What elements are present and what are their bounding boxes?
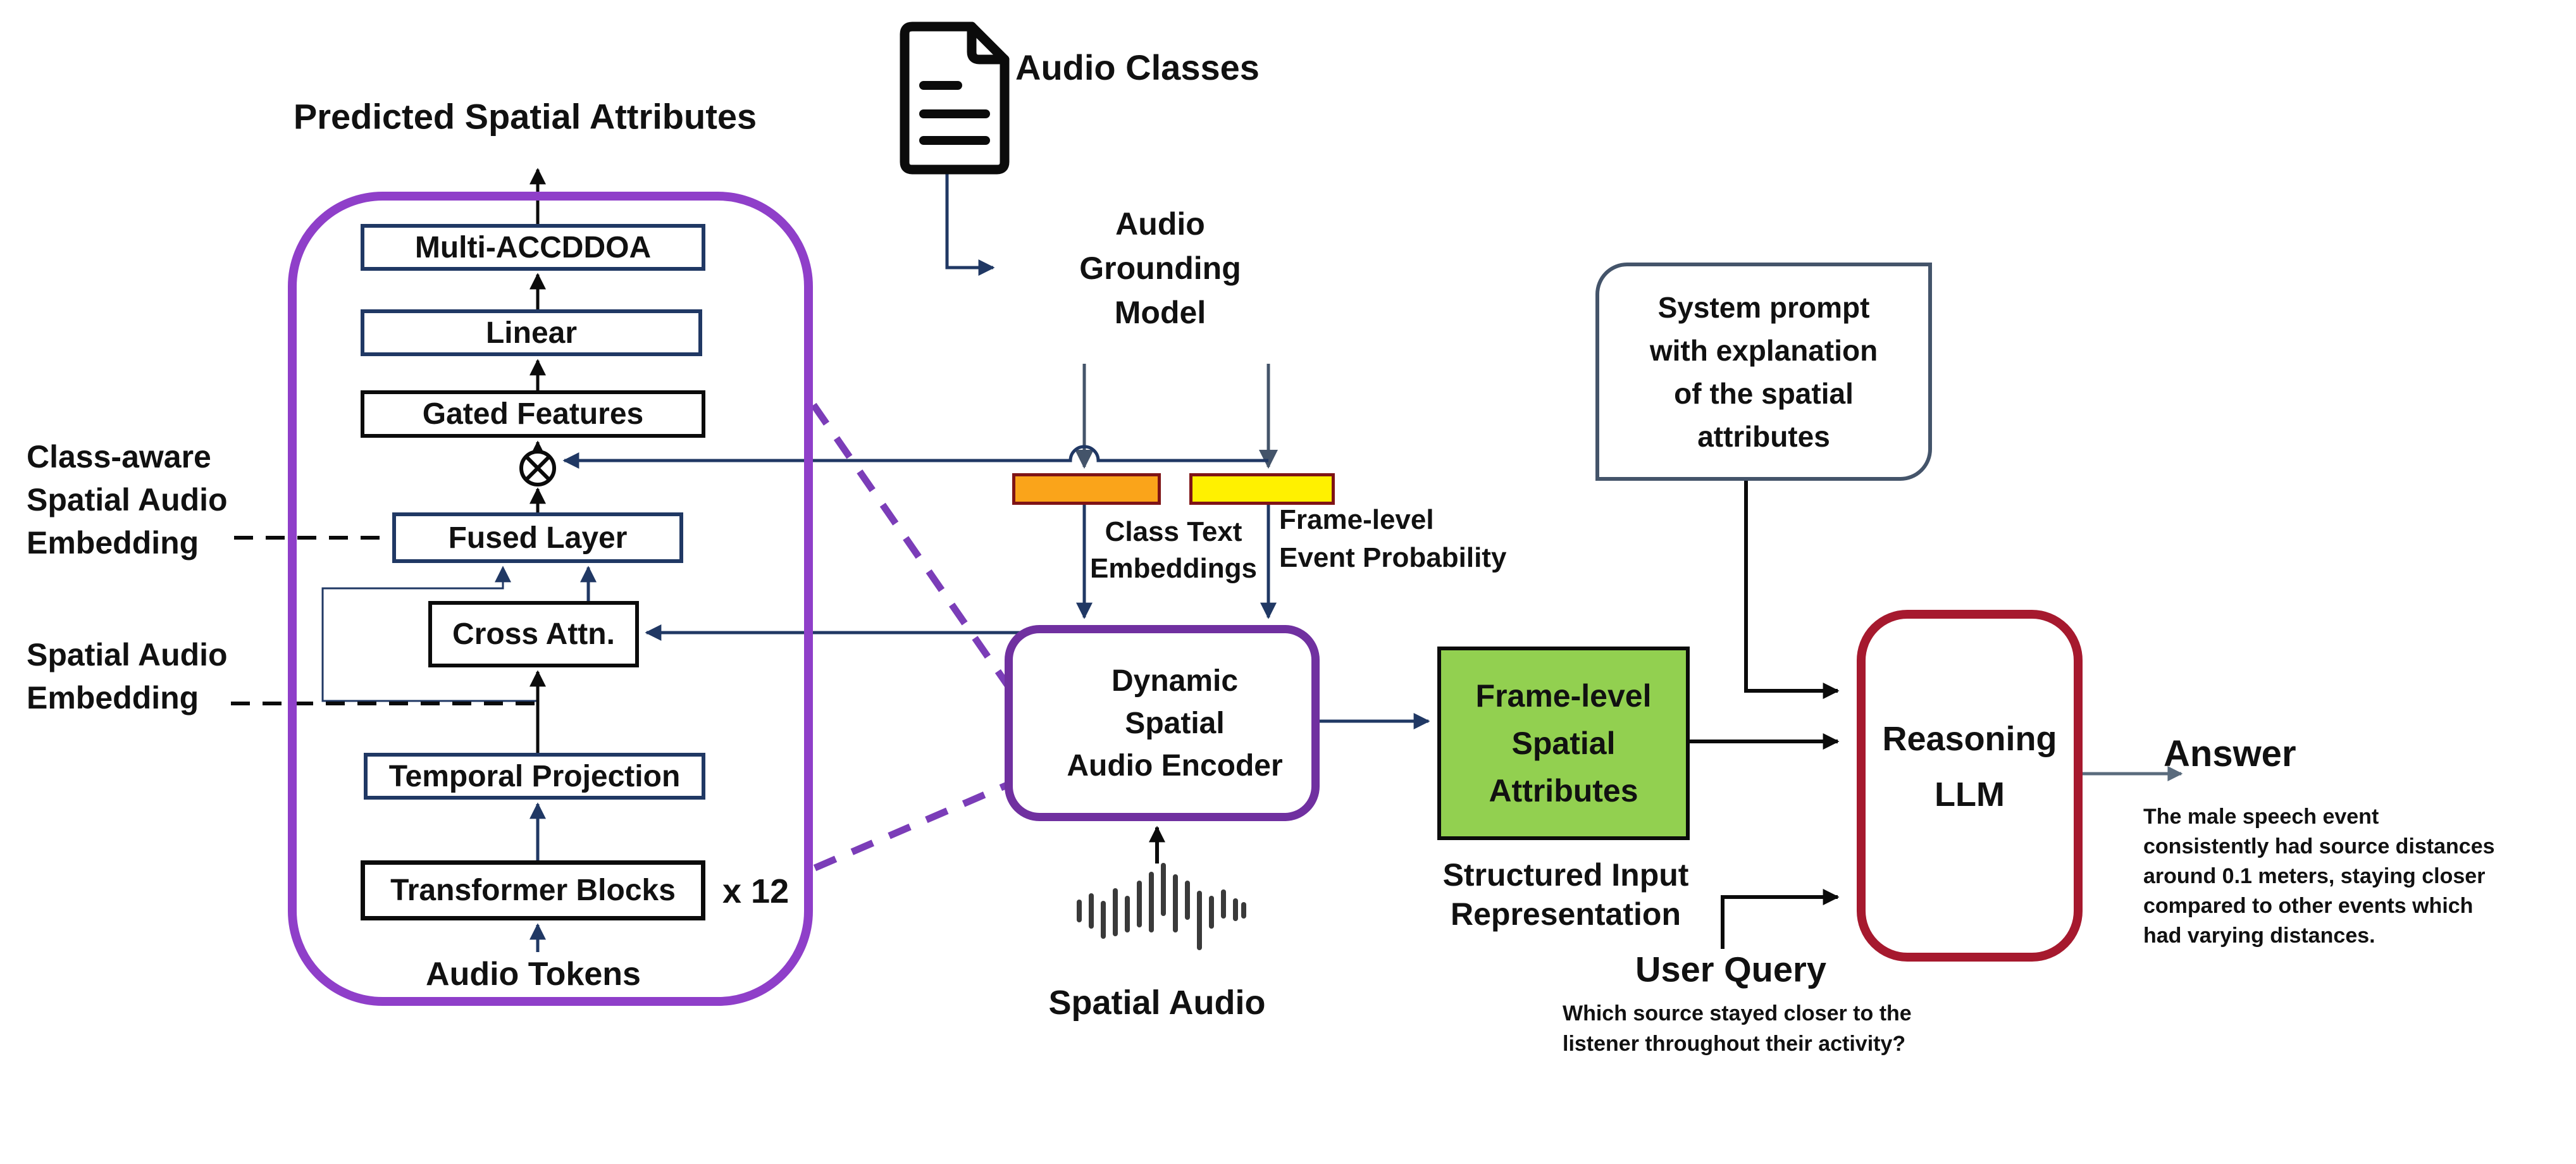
event-probability-label: Frame-level Event Probability: [1279, 504, 1507, 573]
document-icon: [900, 22, 1010, 175]
dynamic-spatial-audio-encoder-box: Dynamic Spatial Audio Encoder: [1005, 625, 1320, 821]
event-prob-to-gate-line: [562, 445, 1268, 469]
structured-input-caption: Structured Input Representation: [1442, 857, 1689, 932]
block-gated-features: Gated Features: [361, 390, 705, 438]
user-query-title: User Query: [1635, 949, 1826, 989]
frame-level-spatial-attributes-box: Frame-level Spatial Attributes: [1437, 647, 1690, 840]
doc-to-grounding-arrow: [945, 173, 995, 276]
sysprompt-to-llm-arrow: [1744, 481, 1840, 699]
audio-classes-label: Audio Classes: [1015, 47, 1260, 87]
system-prompt-box: System prompt with explanation of the sp…: [1595, 263, 1932, 481]
embedding-label-dashes: [231, 536, 535, 705]
answer-title: Answer: [2164, 733, 2296, 774]
predicted-spatial-attributes-title: Predicted Spatial Attributes: [293, 96, 757, 137]
block-transformer-blocks: Transformer Blocks: [361, 860, 705, 920]
zoom-indicator-dashes: [810, 402, 1012, 872]
left-panel-arrows: [321, 168, 597, 952]
block-linear: Linear: [361, 309, 702, 356]
audio-tokens-label: Audio Tokens: [426, 956, 641, 993]
spatial-audio-embedding-label: Spatial Audio Embedding: [27, 637, 228, 715]
reasoning-llm-box: Reasoning LLM: [1857, 610, 2083, 962]
answer-text: The male speech event consistently had s…: [2143, 805, 2495, 948]
block-multi-accddoa: Multi-ACCDDOA: [361, 224, 705, 271]
block-cross-attention: Cross Attn.: [428, 601, 639, 667]
query-to-llm-arrow: [1721, 889, 1840, 949]
block-temporal-projection: Temporal Projection: [364, 753, 705, 800]
spatial-audio-encoder-detail-panel: [288, 192, 813, 1006]
user-query-text: Which source stayed closer to the listen…: [1563, 1001, 1912, 1056]
audio-grounding-model-box: Audio Grounding Model: [1001, 173, 1320, 364]
block-fused-layer: Fused Layer: [392, 512, 683, 563]
grounding-output-arrows: [1075, 364, 1278, 619]
class-text-embeddings-bar: [1012, 473, 1161, 505]
class-aware-embedding-label: Class-aware Spatial Audio Embedding: [27, 439, 228, 560]
repeat-count-label: x 12: [722, 872, 790, 910]
spatial-audio-label: Spatial Audio: [1048, 984, 1266, 1022]
waveform-icon: [1077, 863, 1246, 950]
event-probability-bar: [1189, 473, 1335, 505]
class-text-embeddings-label: Class Text Embeddings: [1089, 516, 1258, 584]
circled-times-icon: [519, 450, 556, 486]
